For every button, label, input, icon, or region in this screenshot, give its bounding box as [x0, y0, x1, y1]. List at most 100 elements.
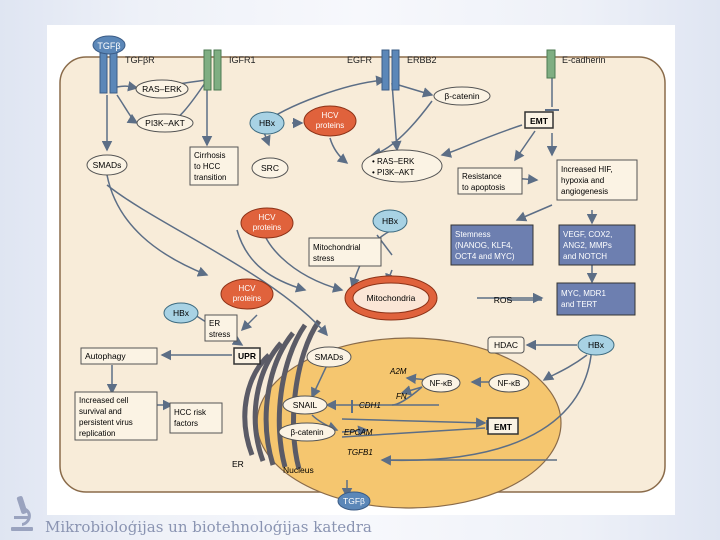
nfkb-nuc-label: NF-κB — [430, 379, 453, 388]
nucleus-label: Nucleus — [283, 465, 314, 475]
hbx-node-4 — [577, 334, 615, 356]
mitochondria-label: Mitochondria — [367, 293, 416, 303]
hcc-risk-label-2: factors — [174, 419, 198, 428]
cirrhosis-label-3: transition — [194, 173, 226, 182]
emt-bottom-box — [487, 417, 519, 435]
ras-erk-label: RAS–ERK — [142, 84, 182, 94]
survival-label-3: persistent virus — [79, 418, 133, 427]
footer: Mikrobioloģijas un biotehnoloģijas kated… — [0, 512, 720, 540]
microscope-icon — [11, 496, 33, 531]
hdac-label: HDAC — [494, 340, 518, 350]
nfkb-nuc-node — [421, 373, 461, 393]
er-label: ER — [232, 459, 244, 469]
cirrhosis-label-1: Cirrhosis — [194, 151, 226, 160]
er-membranes — [242, 319, 322, 470]
hbx-label-4: HBx — [588, 340, 605, 350]
stemness-label-3: OCT4 and MYC) — [455, 252, 515, 261]
hcv-label-3b: proteins — [233, 294, 261, 303]
hcv-node-1 — [303, 105, 357, 137]
pathway-diagram: TGFβ TGFβR IGFR1 EGFR ERBB2 E-cadherin R… — [59, 35, 666, 511]
igf1r-label: IGFR1 — [229, 55, 256, 65]
mitochondria-shape — [344, 275, 438, 321]
myc-box — [556, 282, 636, 316]
egfr-label: EGFR — [347, 55, 373, 65]
myc-label-1: MYC, MDR1 — [561, 289, 606, 298]
pi3k-akt-label: PI3K–AKT — [145, 118, 185, 128]
bcatenin-top-label: β-catenin — [444, 91, 479, 101]
apoptosis-label-2: to apoptosis — [462, 183, 505, 192]
hbx-node-2 — [372, 209, 408, 233]
hif-label-1: Increased HIF, — [561, 165, 613, 174]
hbx-node-3 — [163, 302, 199, 324]
smads-left-label: SMADs — [93, 160, 122, 170]
hcv-label-2a: HCV — [259, 213, 277, 222]
vegf-label-1: VEGF, COX2, — [563, 230, 612, 239]
igf1r-receptor — [203, 49, 222, 91]
bcatenin-nuc-node — [278, 422, 336, 442]
hbx-node-1 — [249, 111, 285, 135]
hcv-label-1a: HCV — [322, 111, 340, 120]
er-stress-label-1: ER — [209, 319, 220, 328]
src-label: SRC — [261, 163, 279, 173]
pi3k-akt-node — [136, 113, 194, 133]
smads-left-node — [86, 154, 128, 176]
a2m-label: A2M — [389, 367, 407, 376]
survival-box — [74, 391, 158, 441]
tgfb-out-label: TGFβ — [343, 496, 365, 506]
ras-pi3k-label-2: • PI3K–AKT — [372, 168, 414, 177]
hcc-risk-label-1: HCC risk — [174, 408, 207, 417]
apoptosis-label-1: Resistance — [462, 172, 502, 181]
ras-pi3k-label-1: • RAS–ERK — [372, 157, 415, 166]
autophagy-label: Autophagy — [85, 351, 126, 361]
er-stress-box — [204, 314, 238, 342]
ras-erk-node — [135, 79, 189, 99]
ras-pi3k-node — [361, 149, 443, 183]
stemness-label-1: Stemness — [455, 230, 491, 239]
mito-stress-box — [308, 237, 382, 267]
hcv-label-3a: HCV — [239, 284, 257, 293]
stemness-box — [450, 224, 534, 266]
hcc-risk-box — [169, 402, 223, 434]
vegf-box — [558, 224, 636, 266]
emt-bottom-label: EMT — [494, 422, 513, 432]
hbx-label-1: HBx — [259, 118, 276, 128]
fn-label: FN — [396, 392, 407, 401]
smads-nuc-node — [306, 346, 352, 368]
vegf-label-3: and NOTCH — [563, 252, 607, 261]
hif-label-3: angiogenesis — [561, 187, 608, 196]
mito-stress-label-1: Mitochondrial — [313, 243, 361, 252]
autophagy-box — [80, 347, 158, 365]
nfkb-out-label: NF-κB — [498, 379, 521, 388]
smads-nuc-label: SMADs — [315, 352, 344, 362]
mito-stress-label-2: stress — [313, 254, 334, 263]
epcam-label: EPCAM — [344, 428, 373, 437]
hbx-label-2: HBx — [382, 216, 399, 226]
hcv-node-3 — [220, 278, 274, 310]
cirrhosis-box — [189, 146, 239, 186]
tgfb-ligand-node — [92, 35, 126, 55]
tgfb1-label: TGFB1 — [347, 448, 373, 457]
hif-box — [556, 159, 638, 201]
er-stress-label-2: stress — [209, 330, 230, 339]
hcv-node-2 — [240, 207, 294, 239]
erbb2-label: ERBB2 — [407, 55, 437, 65]
pathway-figure: TGFβ TGFβR IGFR1 EGFR ERBB2 E-cadherin R… — [47, 25, 675, 515]
emt-top-label: EMT — [530, 116, 549, 126]
survival-label-1: Increased cell — [79, 396, 129, 405]
snail-label: SNAIL — [293, 400, 318, 410]
apoptosis-box — [457, 167, 523, 195]
ecadherin-label: E-cadherin — [562, 55, 606, 65]
hcv-label-1b: proteins — [316, 121, 344, 130]
nfkb-out-node — [488, 373, 530, 393]
bcatenin-top-node — [433, 86, 491, 106]
ecadherin-receptor — [546, 49, 556, 79]
emt-top-box — [524, 111, 554, 129]
egfr-receptor — [381, 49, 400, 91]
tgfb-out-node — [337, 491, 371, 511]
myc-label-2: and TERT — [561, 300, 597, 309]
survival-label-2: survival and — [79, 407, 122, 416]
tgfbr-label: TGFβR — [125, 55, 155, 65]
vegf-label-2: ANG2, MMPs — [563, 241, 612, 250]
hdac-box — [487, 336, 525, 354]
survival-label-4: replication — [79, 429, 115, 438]
